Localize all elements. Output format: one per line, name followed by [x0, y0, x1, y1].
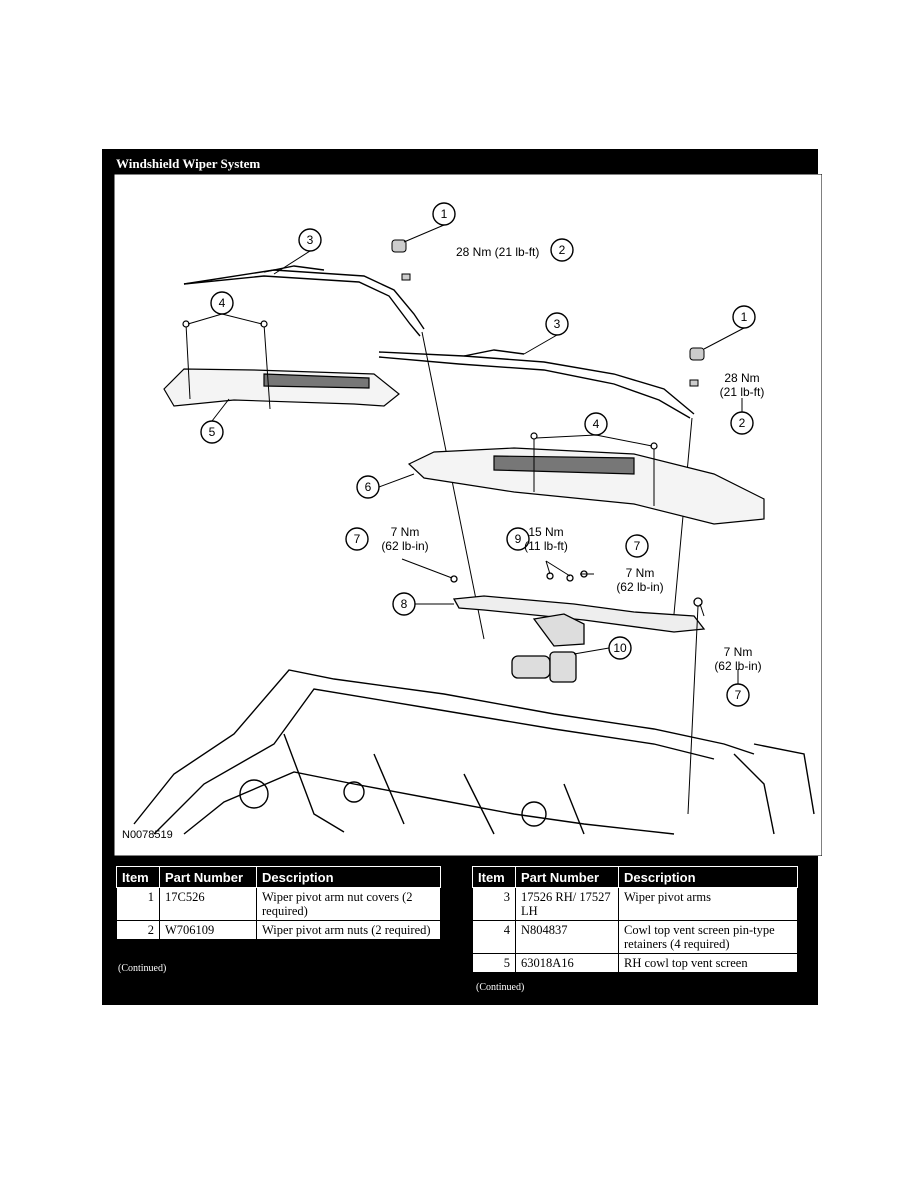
right-cowl-screen: [407, 432, 765, 525]
cell-description: Cowl top vent screen pin-type retainers …: [618, 920, 798, 954]
figure-number: N0078519: [122, 829, 173, 841]
callout-3-left: 3: [307, 233, 314, 247]
cell-description: Wiper pivot arm nuts (2 required): [256, 920, 441, 940]
callout-1-right: 1: [741, 310, 748, 324]
cell-item: 2: [116, 920, 160, 940]
torque-7-right-line1: 7 Nm: [724, 645, 753, 659]
torque-9-line1: 15 Nm: [528, 525, 563, 539]
callout-5: 5: [209, 425, 216, 439]
cell-part-number: N804837: [515, 920, 619, 954]
cell-item: 4: [472, 920, 516, 954]
callout-6: 6: [365, 480, 372, 494]
parts-table-left: Item Part Number Description 1 17C526 Wi…: [116, 866, 441, 940]
torque-7-right-line2: (62 lb-in): [714, 659, 761, 673]
callout-3-right: 3: [554, 317, 561, 331]
callout-2-top: 2: [559, 243, 566, 257]
callout-7-left: 7: [354, 532, 361, 546]
cell-description: Wiper pivot arm nut covers (2 required): [256, 887, 441, 921]
table-row: 1 17C526 Wiper pivot arm nut covers (2 r…: [116, 887, 441, 921]
torque-7-left-line2: (62 lb-in): [381, 539, 428, 553]
wiper-linkage: [450, 570, 706, 815]
torque-7-left-line1: 7 Nm: [391, 525, 420, 539]
torque-7-middle-line1: 7 Nm: [626, 566, 655, 580]
panel-title: Windshield Wiper System: [116, 156, 261, 171]
callout-9: 9: [515, 532, 522, 546]
callout-7-middle: 7: [634, 539, 641, 553]
callout-group: [200, 202, 756, 707]
header-part-number: Part Number: [159, 866, 257, 888]
torque-7-middle-line2: (62 lb-in): [616, 580, 663, 594]
table-header-row: Item Part Number Description: [472, 866, 798, 888]
cell-item: 3: [472, 887, 516, 921]
continued-note-right: (Continued): [476, 982, 525, 993]
callout-4-right: 4: [593, 417, 600, 431]
header-item: Item: [116, 866, 160, 888]
cell-item: 5: [472, 953, 516, 973]
header-description: Description: [256, 866, 441, 888]
header-part-number: Part Number: [515, 866, 619, 888]
header-item: Item: [472, 866, 516, 888]
cell-part-number: 17C526: [159, 887, 257, 921]
cell-part-number: 17526 RH/ 17527 LH: [515, 887, 619, 921]
table-row: 2 W706109 Wiper pivot arm nuts (2 requir…: [116, 920, 441, 940]
callout-4-left: 4: [219, 296, 226, 310]
table-header-row: Item Part Number Description: [116, 866, 441, 888]
left-wiper-arm: [183, 265, 485, 640]
torque-2-right-line2: (21 lb-ft): [720, 385, 765, 399]
cell-description: Wiper pivot arms: [618, 887, 798, 921]
pivot-nut-covers: [391, 239, 705, 387]
callout-1-top: 1: [441, 207, 448, 221]
cell-part-number: 63018A16: [515, 953, 619, 973]
torque-2-right-line1: 28 Nm: [724, 371, 759, 385]
callout-10: 10: [613, 641, 627, 655]
callout-8: 8: [401, 597, 408, 611]
torque-2-top: 28 Nm (21 lb-ft): [456, 245, 539, 259]
table-row: 5 63018A16 RH cowl top vent screen: [472, 953, 798, 973]
cell-part-number: W706109: [159, 920, 257, 940]
cell-description: RH cowl top vent screen: [618, 953, 798, 973]
wiper-motor: [511, 651, 577, 683]
exploded-view-illustration: 1 2 3 4 5 3 1 2 4 6 7 9 7 8 10 7 28 Nm (…: [114, 174, 822, 856]
table-row: 3 17526 RH/ 17527 LH Wiper pivot arms: [472, 887, 798, 921]
cell-item: 1: [116, 887, 160, 921]
parts-table-right: Item Part Number Description 3 17526 RH/…: [472, 866, 798, 973]
callout-2-right: 2: [739, 416, 746, 430]
vehicle-body: [133, 669, 815, 835]
table-row: 4 N804837 Cowl top vent screen pin-type …: [472, 920, 798, 954]
left-cowl-screen: [163, 320, 400, 410]
continued-note-left: (Continued): [118, 963, 167, 974]
callout-7-right: 7: [735, 688, 742, 702]
header-description: Description: [618, 866, 798, 888]
torque-9-line2: (11 lb-ft): [524, 539, 568, 553]
